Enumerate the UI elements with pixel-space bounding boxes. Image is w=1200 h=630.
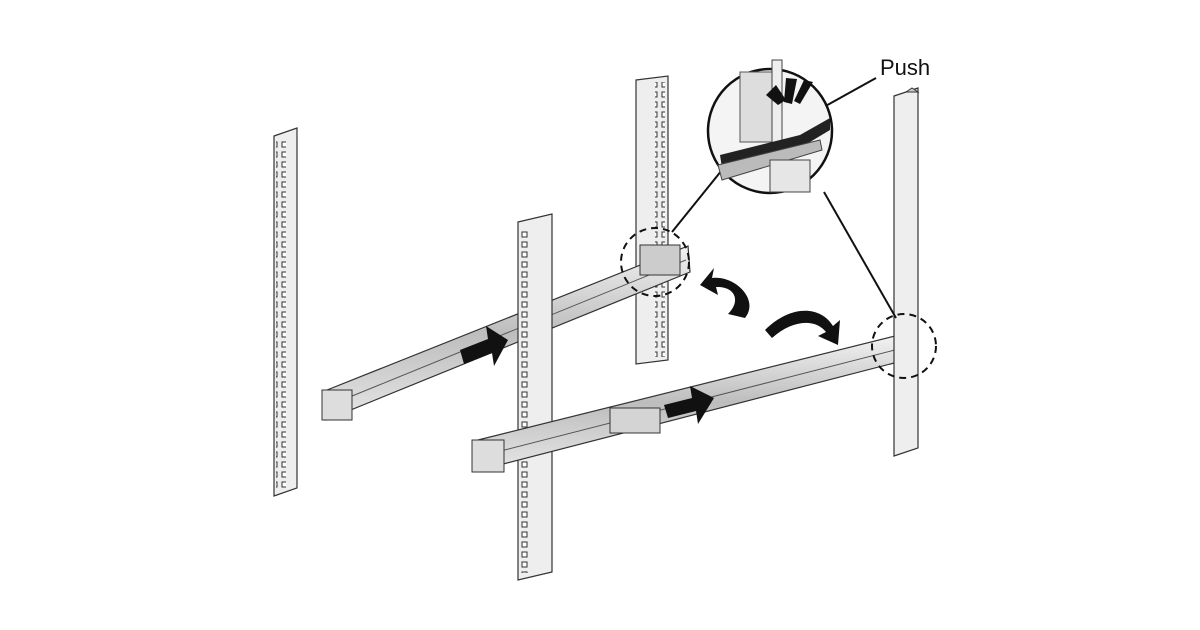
magnified-latch-callout [706,59,834,195]
left-slide-rail [321,244,691,421]
front-left-rack-post [517,213,553,581]
push-callout-label: Push [880,55,931,80]
rear-right-rack-post [635,75,669,365]
push-arrow-right-rail [664,386,714,424]
detail-circle-front-latch [871,313,937,379]
rotate-arrow-rear [700,268,750,318]
detail-circle-rear-latch [620,227,690,297]
rotate-arrow-front [765,310,840,345]
front-right-rack-post [893,87,920,457]
rear-left-rack-post [273,127,298,497]
push-arrow-left-rail [460,326,508,366]
